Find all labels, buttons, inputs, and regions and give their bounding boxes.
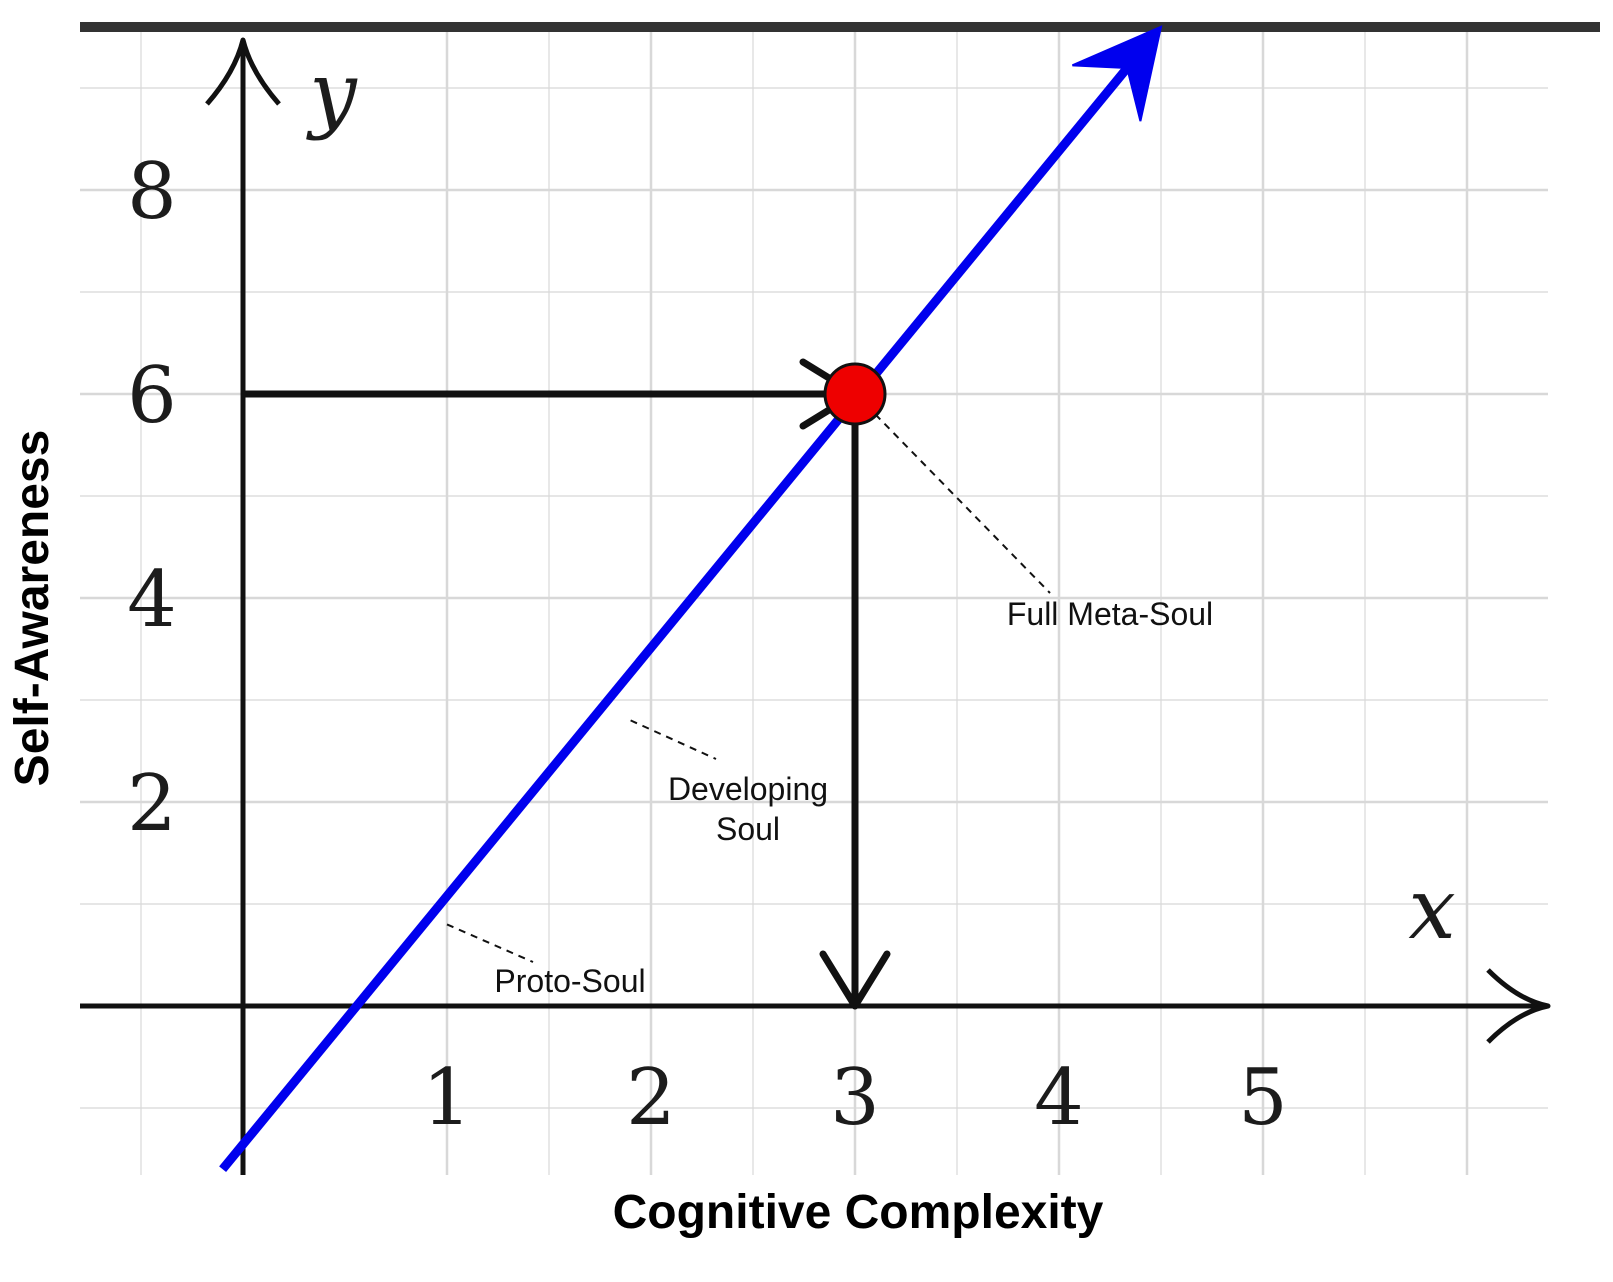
x-axis-symbol: x bbox=[1408, 860, 1455, 958]
tick-labels: 1 2 3 4 5 2 4 6 8 bbox=[127, 147, 1288, 1143]
annotation-leader bbox=[446, 923, 534, 963]
y-axis-symbol: y bbox=[305, 44, 358, 142]
y-tick-label: 8 bbox=[127, 147, 177, 237]
annotation-label: Proto-Soul bbox=[494, 963, 645, 999]
annotation-leader bbox=[874, 413, 1051, 594]
x-axis-title: Cognitive Complexity bbox=[613, 1186, 1104, 1239]
x-tick-label: 5 bbox=[1238, 1053, 1288, 1143]
y-tick-label: 6 bbox=[127, 351, 177, 441]
annotation-label: Developing bbox=[668, 771, 828, 807]
x-tick-label: 4 bbox=[1034, 1053, 1084, 1143]
y-tick-label: 2 bbox=[127, 759, 177, 849]
y-axis-title: Self-Awareness bbox=[6, 430, 59, 787]
grid bbox=[80, 32, 1548, 1175]
guide-arrowhead bbox=[819, 950, 891, 1010]
annotation-leader bbox=[630, 719, 717, 760]
x-tick-label: 3 bbox=[830, 1053, 880, 1143]
top-border bbox=[80, 22, 1600, 32]
x-tick-label: 2 bbox=[626, 1053, 676, 1143]
annotation-label: Full Meta-Soul bbox=[1007, 596, 1213, 632]
annotation-label: Soul bbox=[716, 811, 780, 847]
y-tick-label: 4 bbox=[127, 555, 177, 645]
y-axis-arrowhead bbox=[205, 37, 281, 106]
x-tick-label: 1 bbox=[422, 1053, 472, 1143]
annotation-leaders bbox=[446, 413, 1051, 963]
x-axis-arrowhead bbox=[1486, 968, 1551, 1044]
series-line bbox=[219, 39, 1152, 1173]
axes bbox=[80, 37, 1551, 1175]
series-group bbox=[219, 25, 1163, 1173]
highlight-point bbox=[823, 362, 887, 426]
series-arrowhead bbox=[1072, 25, 1163, 122]
guide-arrows bbox=[243, 358, 891, 1010]
